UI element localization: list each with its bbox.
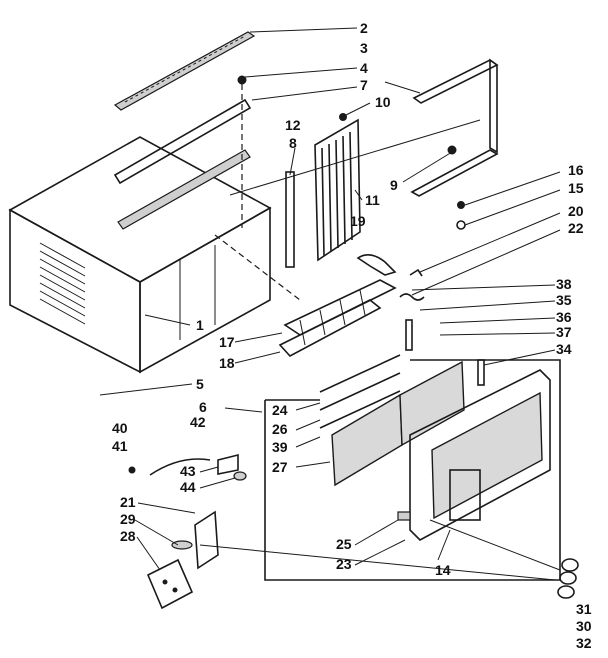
label-7: 7 — [360, 77, 368, 93]
front-grille-14 — [409, 369, 551, 541]
screw-10 — [339, 113, 347, 121]
label-20: 20 — [568, 203, 584, 219]
label-8: 8 — [289, 135, 297, 151]
label-39: 39 — [272, 439, 288, 455]
label-3: 3 — [360, 40, 368, 56]
label-22: 22 — [568, 220, 584, 236]
washer-15 — [456, 220, 466, 230]
cabinet-shell — [8, 136, 272, 374]
label-21: 21 — [120, 494, 136, 510]
clip-22 — [399, 293, 425, 301]
label-26: 26 — [272, 421, 288, 437]
label-6: 6 — [199, 399, 207, 415]
label-41: 41 — [112, 438, 128, 454]
label-31: 31 — [576, 601, 592, 617]
side-bracket — [285, 171, 295, 268]
spring-29 — [171, 540, 193, 550]
label-35: 35 — [556, 292, 572, 308]
label-38: 38 — [556, 276, 572, 292]
label-19: 19 — [350, 213, 366, 229]
window-frame — [410, 58, 499, 197]
label-5: 5 — [196, 376, 204, 392]
motor-mount-19 — [356, 254, 397, 276]
label-34: 34 — [556, 341, 572, 357]
label-4: 4 — [360, 60, 368, 76]
label-23: 23 — [336, 556, 352, 572]
mount-plate-28 — [146, 558, 194, 610]
clip-25 — [397, 511, 411, 521]
leader-lines — [99, 27, 561, 571]
screw-4 — [237, 75, 247, 85]
label-15: 15 — [568, 180, 584, 196]
label-2: 2 — [360, 20, 368, 36]
bracket-34 — [477, 359, 485, 386]
label-36: 36 — [556, 309, 572, 325]
label-40: 40 — [112, 420, 128, 436]
label-10: 10 — [375, 94, 391, 110]
filter-27 — [331, 360, 465, 487]
power-cord-assembly — [128, 453, 247, 481]
control-knobs — [557, 558, 579, 599]
base-bracket-21 — [194, 510, 219, 570]
label-16: 16 — [568, 162, 584, 178]
label-28: 28 — [120, 528, 136, 544]
label-14: 14 — [435, 562, 451, 578]
label-32: 32 — [576, 635, 592, 651]
louver-frame — [314, 118, 361, 262]
screw-16 — [457, 201, 465, 209]
label-27: 27 — [272, 459, 288, 475]
control-panel-18 — [278, 299, 382, 357]
label-1: 1 — [196, 317, 204, 333]
label-30: 30 — [576, 618, 592, 634]
cabinet-louvers — [39, 242, 86, 325]
label-44: 44 — [180, 479, 196, 495]
label-42: 42 — [190, 414, 206, 430]
label-37: 37 — [556, 324, 572, 340]
label-25: 25 — [336, 536, 352, 552]
bracket-38 — [405, 319, 413, 351]
clip-20 — [409, 268, 423, 277]
lower-rail-strip — [117, 149, 251, 230]
mid-rail — [113, 98, 252, 185]
label-11: 11 — [365, 192, 380, 208]
label-24: 24 — [272, 402, 288, 418]
label-9: 9 — [390, 177, 398, 193]
control-bracket-17 — [283, 279, 397, 346]
screw-9 — [447, 145, 457, 155]
part-labels: 2 3 4 7 10 12 8 9 11 19 16 15 20 22 38 3… — [112, 20, 592, 651]
slide-rails — [319, 354, 401, 429]
label-17: 17 — [219, 334, 235, 350]
label-43: 43 — [180, 463, 196, 479]
label-18: 18 — [219, 355, 235, 371]
label-12: 12 — [285, 117, 301, 133]
top-rail-strip — [113, 31, 256, 111]
label-29: 29 — [120, 511, 136, 527]
